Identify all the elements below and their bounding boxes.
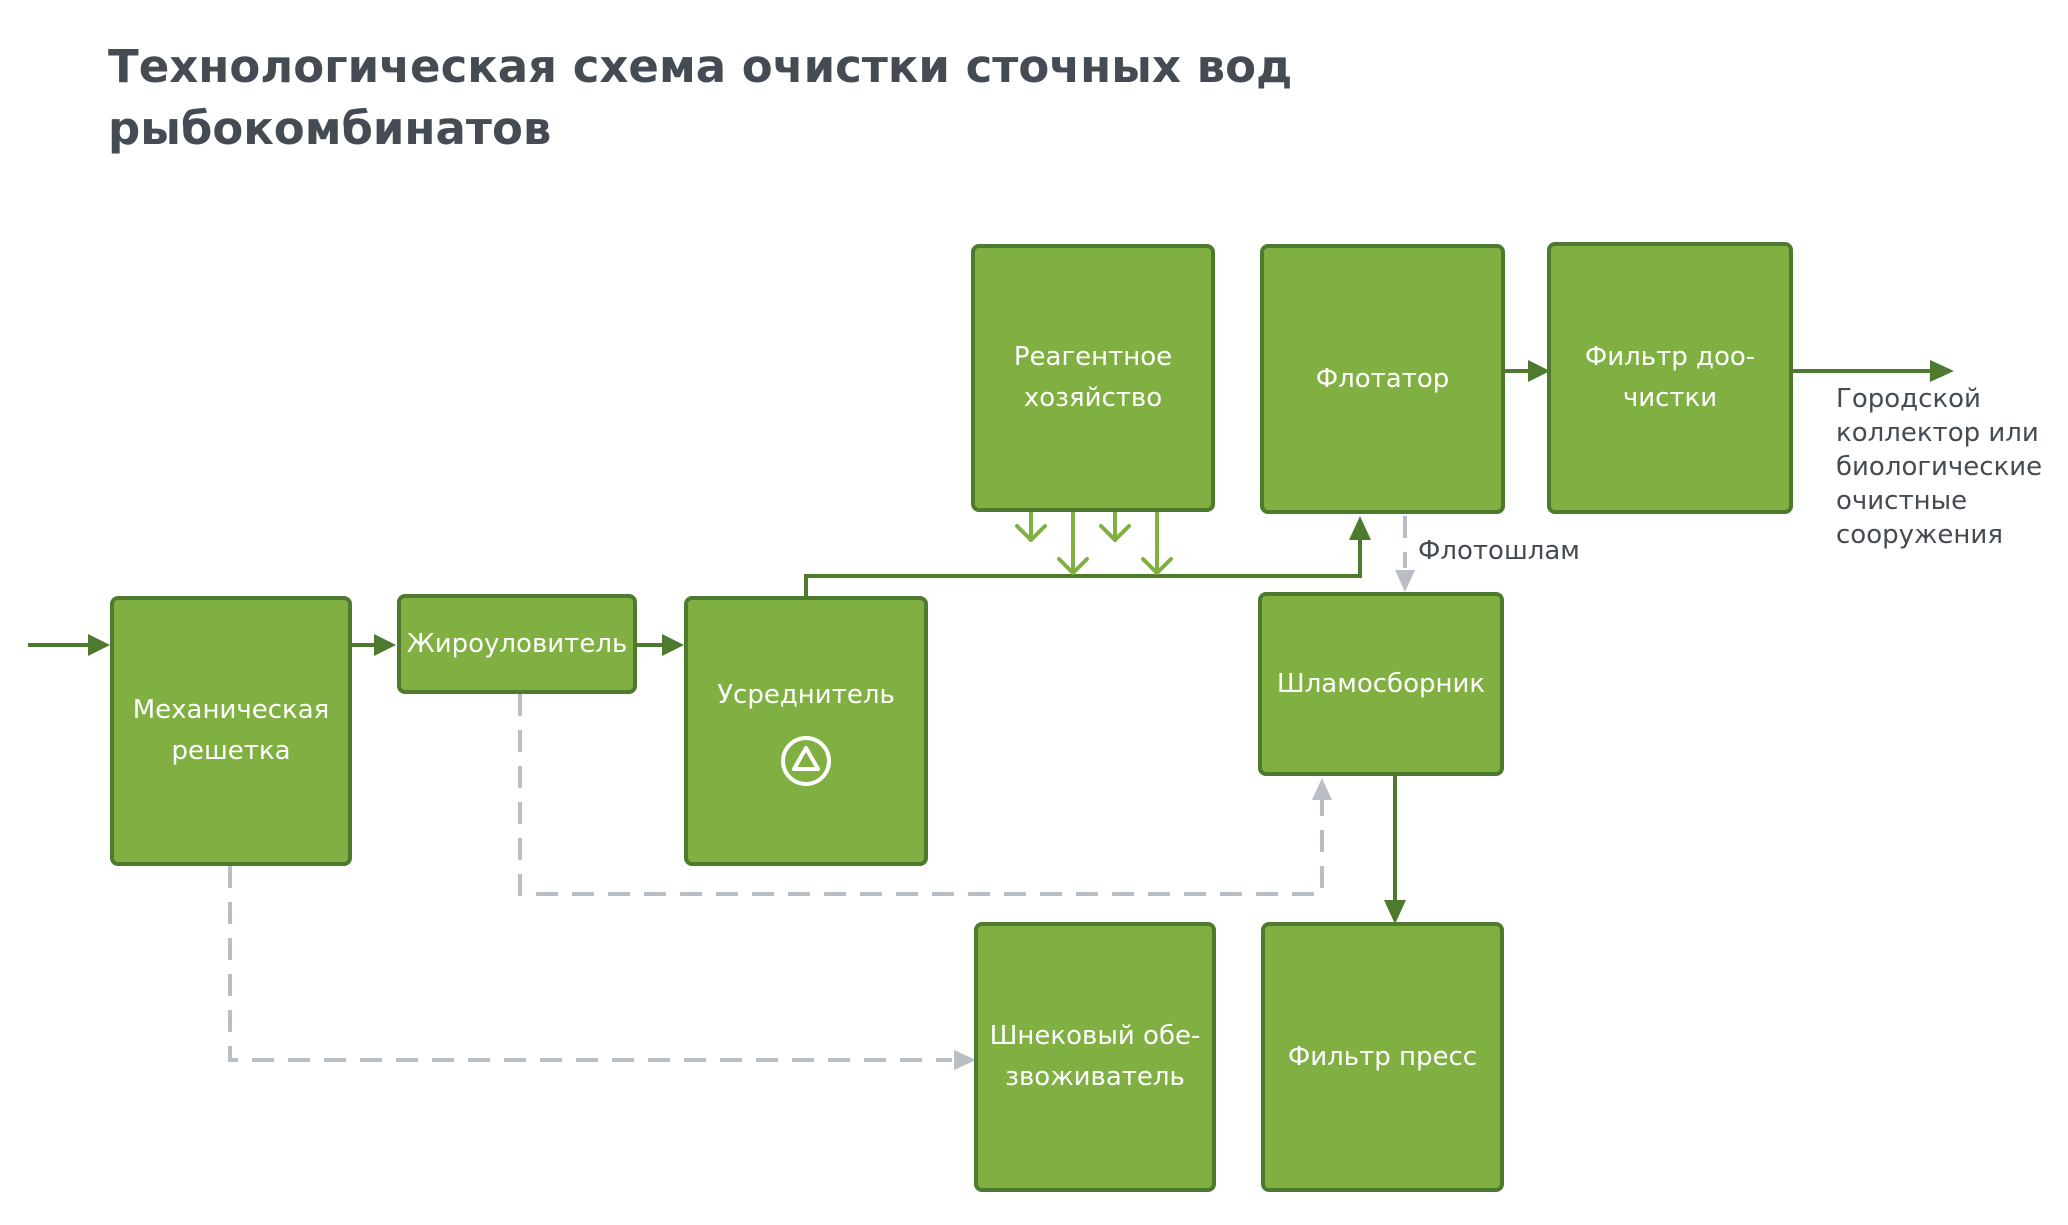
box-reagent-facility-line-2: хозяйство	[1023, 383, 1163, 413]
box-post-filter-line-2: чистки	[1622, 383, 1718, 413]
dashed-grate-to-dewaterer	[228, 866, 952, 1062]
flotosludge-label: Флотошлам	[1418, 536, 1580, 566]
box-mechanical-grate-line-1: Механическая	[132, 695, 330, 725]
dashed-trap-to-sludge	[518, 694, 1324, 896]
sludge-flows	[228, 516, 1407, 1062]
dashed-arrowhead-right	[954, 1050, 976, 1070]
box-reagent-facility-line-1: Реагентное	[1013, 342, 1173, 372]
output-arrowhead	[1930, 360, 1954, 382]
reagent-arrow-1	[1015, 510, 1047, 542]
reagent-arrow-4	[1141, 510, 1173, 575]
box-mechanical-grate[interactable]: Механическая решетка	[110, 596, 352, 866]
arrowhead-grate-to-trap	[374, 634, 396, 656]
box-screw-dewaterer-line-1: Шнековый обе-	[989, 1021, 1201, 1051]
arrowhead-sludge-to-press	[1384, 900, 1406, 924]
output-line-1: Городской	[1836, 384, 1981, 414]
box-sludge-collector-label: Шламосборник	[1276, 668, 1486, 699]
box-screw-dewaterer[interactable]: Шнековый обе- звоживатель	[974, 922, 1216, 1192]
sludge-arrowheads	[954, 570, 1415, 1070]
box-filter-press-label: Фильтр пресс	[1287, 1041, 1478, 1072]
arrowhead-trap-to-equalizer	[662, 634, 684, 656]
box-equalizer[interactable]: Усреднитель	[684, 596, 928, 866]
box-flotator-label: Флотатор	[1315, 363, 1450, 394]
dashed-arrowhead-down	[1395, 570, 1415, 592]
output-line-2: коллектор или	[1836, 418, 2039, 448]
output-destination-label: Городской коллектор или биологические оч…	[1836, 382, 2042, 552]
box-filter-press[interactable]: Фильтр пресс	[1261, 922, 1504, 1192]
box-grease-trap-label: Жироуловитель	[406, 628, 628, 659]
flotosludge-text: Флотошлам	[1418, 536, 1580, 566]
pipe-equalizer-to-flotator	[804, 530, 1362, 596]
title-line-1: Технологическая схема очистки сточных во…	[108, 40, 1293, 93]
triangle-in-circle-icon	[781, 735, 831, 786]
dashed-arrowhead-up	[1312, 778, 1332, 800]
box-screw-dewaterer-line-2: звоживатель	[1005, 1062, 1185, 1092]
input-arrowhead	[88, 634, 110, 656]
box-post-filter-line-1: Фильтр доо-	[1584, 342, 1756, 372]
reagent-dosing-arrows	[1015, 510, 1173, 575]
box-mechanical-grate-line-2: решетка	[171, 736, 291, 766]
output-line-3: биологические	[1836, 452, 2043, 482]
reagent-arrow-2	[1057, 510, 1089, 575]
box-reagent-facility[interactable]: Реагентное хозяйство	[971, 244, 1215, 512]
output-line-5: сооружения	[1836, 520, 2003, 550]
diagram-title: Технологическая схема очистки сточных во…	[108, 36, 1408, 160]
box-grease-trap[interactable]: Жироуловитель	[397, 594, 637, 694]
reagent-arrow-3	[1099, 510, 1131, 542]
main-flow	[28, 360, 1954, 924]
title-line-2: рыбокомбинатов	[108, 102, 552, 155]
box-flotator[interactable]: Флотатор	[1260, 244, 1505, 514]
box-equalizer-label: Усреднитель	[717, 679, 895, 710]
arrowhead-flotator-to-filter	[1528, 360, 1550, 382]
output-line-4: очистные	[1836, 486, 1968, 516]
box-sludge-collector[interactable]: Шламосборник	[1258, 592, 1504, 776]
box-post-filter[interactable]: Фильтр доо- чистки	[1547, 242, 1793, 514]
arrowhead-to-flotator	[1349, 516, 1371, 540]
